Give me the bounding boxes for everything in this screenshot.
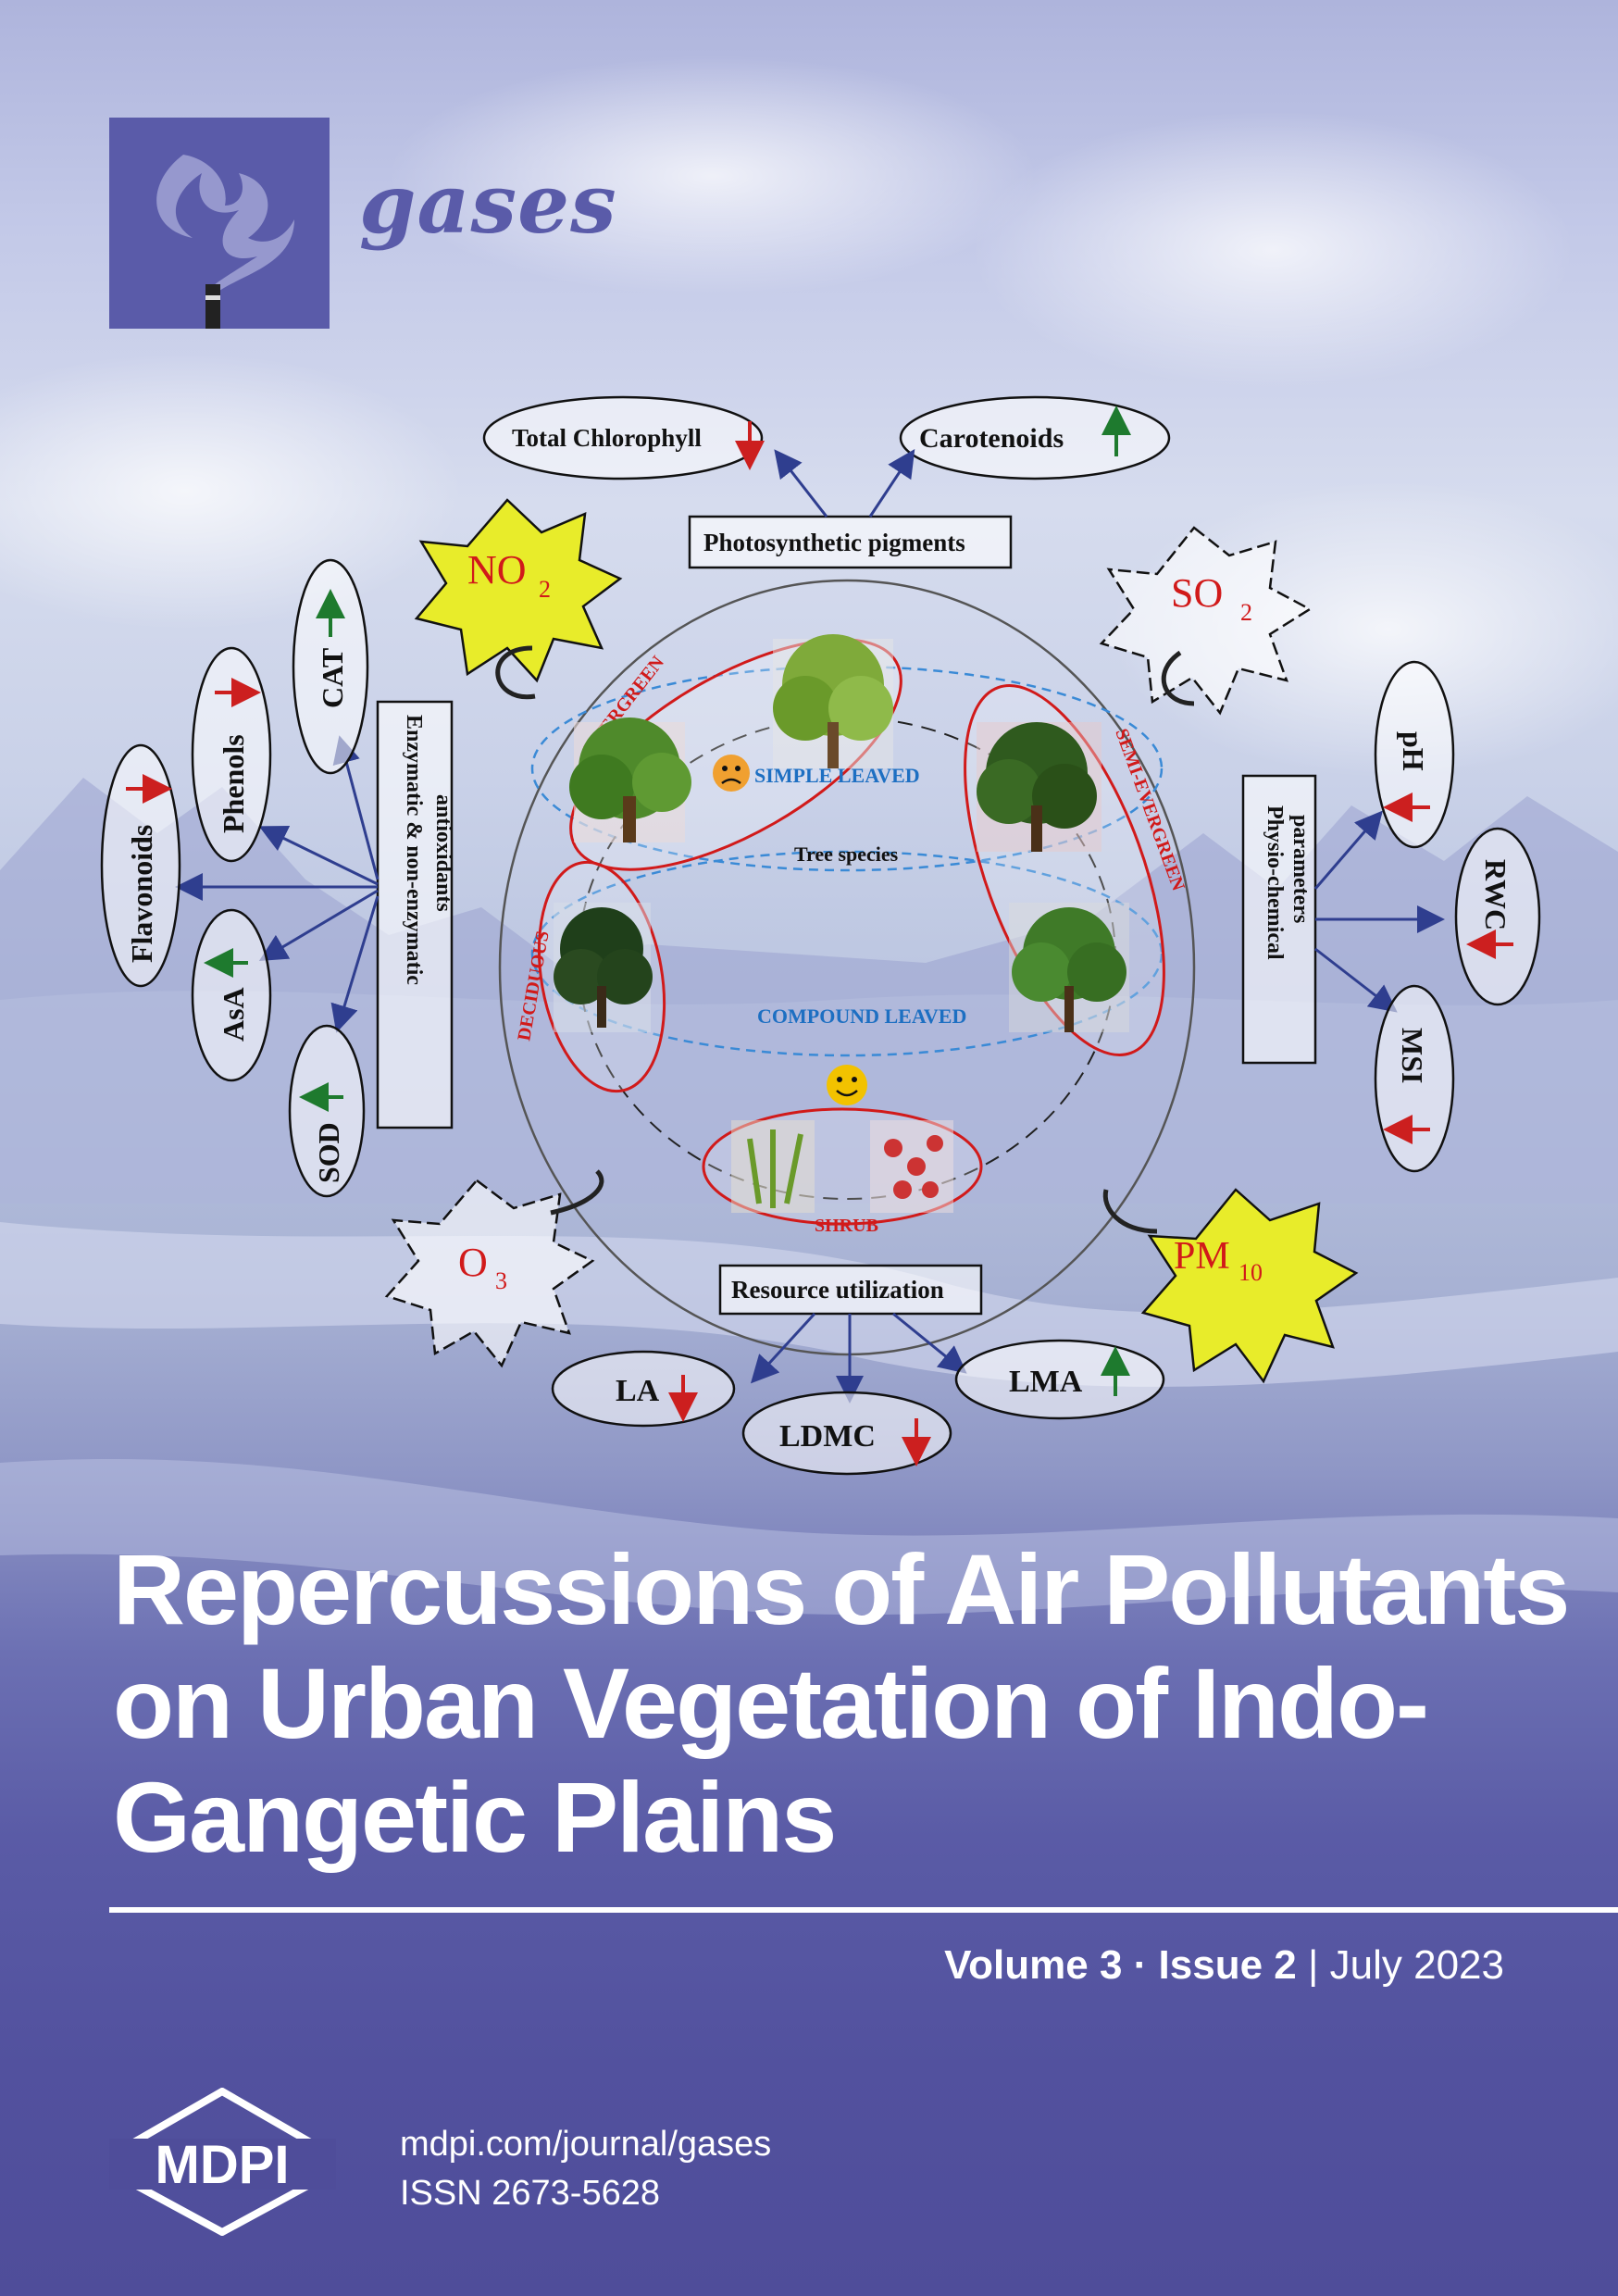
- msi-label: MSI: [1396, 1028, 1429, 1083]
- so2-label: SO: [1171, 570, 1223, 616]
- title-line-3: Gangetic Plains: [113, 1761, 837, 1873]
- issue-number: Issue 2: [1158, 1942, 1297, 1988]
- sod-label: SOD: [312, 1122, 345, 1183]
- resource-label: Resource utilization: [731, 1276, 944, 1304]
- antioxidants-label-1: Enzymatic & non-enzymatic: [402, 715, 426, 985]
- flower-shrub-icon: [870, 1120, 953, 1213]
- pigments-box: [688, 515, 1013, 569]
- journal-url[interactable]: mdpi.com/journal/gases: [400, 2125, 772, 2164]
- bar-separator: |: [1296, 1942, 1330, 1988]
- pm10-subscript: 10: [1238, 1259, 1263, 1286]
- journal-name: gases: [359, 156, 617, 252]
- tree-icon: [1009, 903, 1129, 1032]
- simple-leaved-label: SIMPLE LEAVED: [754, 764, 920, 787]
- pm10-label: PM: [1174, 1235, 1230, 1278]
- cat-label: CAT: [316, 648, 349, 708]
- ph-label: pH: [1397, 731, 1430, 771]
- pigments-label: Photosynthetic pigments: [703, 529, 965, 556]
- journal-logo: [109, 118, 330, 329]
- volume: Volume 3: [944, 1942, 1123, 1988]
- cat-oval: [292, 558, 369, 775]
- antioxidants-label-2: antioxidants: [431, 794, 455, 912]
- mdpi-logo: MDPI: [109, 2088, 336, 2236]
- mdpi-wordmark: MDPI: [156, 2135, 290, 2195]
- tree-species-label: Tree species: [794, 842, 899, 866]
- o3-subscript: 3: [495, 1267, 507, 1294]
- pm10-star: PM 10: [1140, 1188, 1359, 1384]
- lma-label: LMA: [1009, 1365, 1083, 1399]
- flavonoids-label: Flavonoids: [125, 825, 158, 963]
- flavonoids-oval: [100, 743, 181, 988]
- no2-label: NO: [467, 547, 527, 593]
- physio-box: [1241, 774, 1317, 1065]
- cloud: [0, 352, 463, 630]
- total-chlorophyll-oval: [482, 395, 764, 480]
- ldmc-label: LDMC: [779, 1419, 876, 1454]
- footer-text: mdpi.com/journal/gases ISSN 2673-5628: [400, 2120, 771, 2218]
- article-title: Repercussions of Air Pollutants on Urban…: [113, 1532, 1570, 1874]
- rwc-oval: [1454, 827, 1541, 1006]
- la-label: LA: [616, 1374, 660, 1408]
- issue-info: Volume 3 · Issue 2 | July 2023: [944, 1942, 1504, 1989]
- resource-box: [718, 1264, 983, 1316]
- tree-icon: [773, 634, 893, 768]
- physio-label-1: Physio-chemical: [1263, 805, 1287, 960]
- cloud: [389, 56, 1037, 296]
- tree-icon: [554, 903, 653, 1032]
- tree-icon: [569, 718, 691, 842]
- divider: [109, 1907, 1618, 1913]
- cloud: [972, 111, 1574, 389]
- outer-ellipse: [498, 579, 1196, 1356]
- issn: ISSN 2673-5628: [400, 2174, 660, 2213]
- happy-face-icon: [827, 1065, 867, 1105]
- rwc-label: RWC: [1479, 859, 1512, 930]
- compound-leaved-label: COMPOUND LEAVED: [757, 1004, 966, 1028]
- no2-star: NO 2: [414, 498, 623, 683]
- issue-date: July 2023: [1329, 1942, 1504, 1988]
- o3-star: O 3: [384, 1179, 595, 1368]
- tree-icon: [977, 722, 1101, 852]
- ldmc-oval: [741, 1391, 952, 1476]
- sad-face-icon: [713, 755, 750, 792]
- o3-label: O: [458, 1240, 488, 1285]
- so2-star: SO 2: [1099, 526, 1313, 716]
- asa-label: AsA: [217, 987, 250, 1042]
- flame-chimney-icon: [156, 155, 294, 329]
- shrub-icon: [731, 1120, 815, 1213]
- no2-subscript: 2: [539, 576, 551, 603]
- carotenoids-label: Carotenoids: [919, 423, 1064, 454]
- title-line-2: on Urban Vegetation of Indo-: [113, 1647, 1429, 1759]
- total-chlorophyll-label: Total Chlorophyll: [512, 424, 702, 452]
- antioxidants-box: [376, 700, 454, 1129]
- title-line-1: Repercussions of Air Pollutants: [113, 1533, 1570, 1645]
- separator: ·: [1122, 1942, 1159, 1988]
- physio-label-2: parameters: [1288, 815, 1313, 923]
- phenols-label: Phenols: [217, 734, 250, 833]
- shrub-label: SHRUB: [815, 1216, 878, 1236]
- so2-subscript: 2: [1240, 599, 1252, 626]
